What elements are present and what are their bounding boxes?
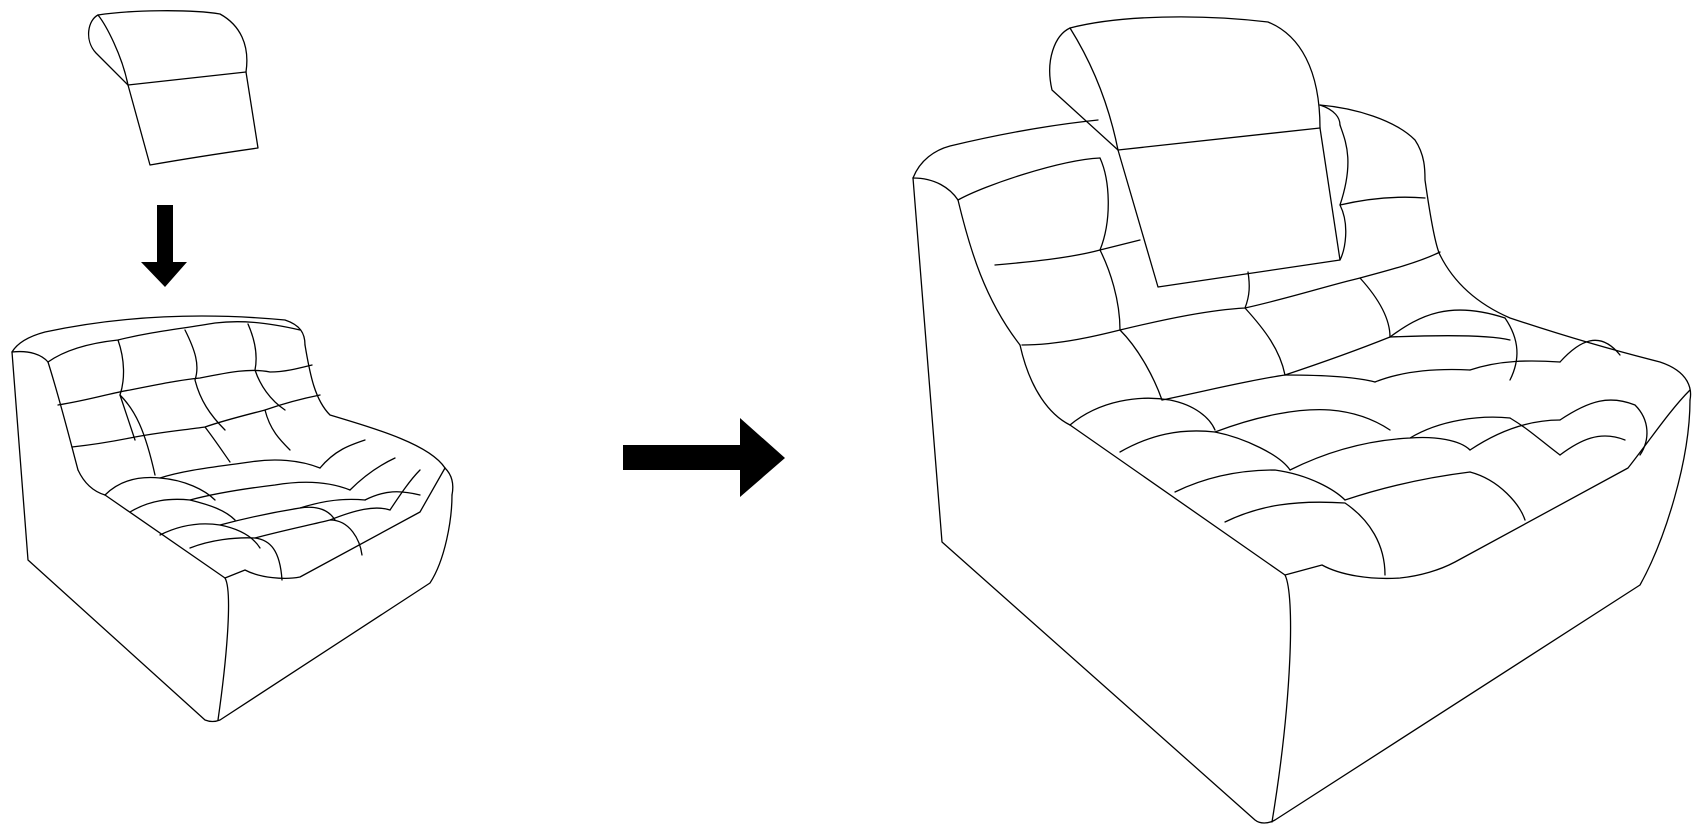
headrest-piece xyxy=(88,10,259,166)
right-arrow-icon xyxy=(623,418,785,497)
down-arrow-icon xyxy=(141,205,187,287)
headrest-attached xyxy=(1049,16,1341,288)
sofa-with-headrest xyxy=(912,16,1692,824)
small-sofa xyxy=(11,315,454,723)
